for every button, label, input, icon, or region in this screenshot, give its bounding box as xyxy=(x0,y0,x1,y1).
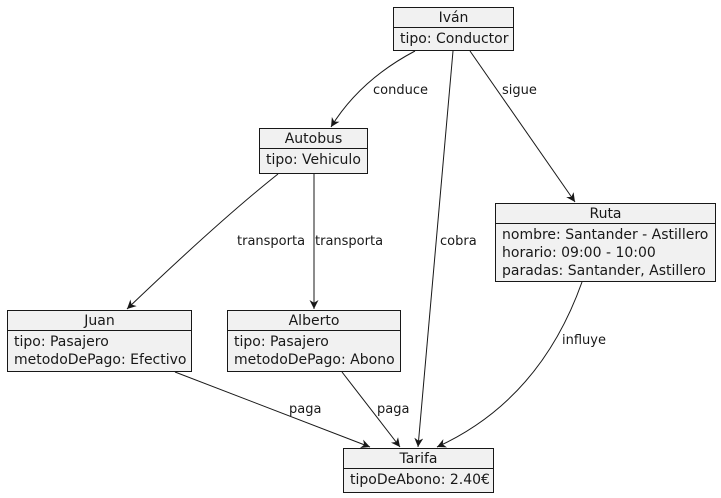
node-ruta-attr-horario: horario: 09:00 - 10:00 xyxy=(502,245,656,261)
edge-label-conduce: conduce xyxy=(373,83,428,98)
edge-sigue xyxy=(469,50,576,203)
node-juan-attr-tipo: tipo: Pasajero xyxy=(14,334,109,350)
node-ivan-title: Iván xyxy=(394,8,513,28)
node-autobus: Autobus tipo: Vehiculo xyxy=(259,128,368,174)
edge-label-transporta-alberto: transporta xyxy=(315,234,384,249)
edge-label-sigue: sigue xyxy=(502,83,537,98)
node-alberto-attr-tipo: tipo: Pasajero xyxy=(234,334,329,350)
edge-paga-juan xyxy=(174,371,371,448)
edge-paga-alberto xyxy=(341,371,401,448)
node-ruta-attr-paradas: paradas: Santander, Astillero xyxy=(502,263,706,279)
node-ruta-title: Ruta xyxy=(496,204,715,224)
node-alberto-attr-pago: metodoDePago: Abono xyxy=(234,352,395,368)
node-autobus-attr: tipo: Vehiculo xyxy=(266,152,361,168)
edge-transporta-juan xyxy=(126,173,279,310)
edge-cobra xyxy=(414,50,454,448)
node-juan: Juan tipo: Pasajero metodoDePago: Efecti… xyxy=(7,310,192,372)
node-ivan-attr: tipo: Conductor xyxy=(400,31,509,47)
node-ruta-attr-nombre: nombre: Santander - Astillero xyxy=(502,227,709,243)
edge-label-influye: influye xyxy=(562,333,606,348)
node-juan-title: Juan xyxy=(8,311,191,331)
node-alberto: Alberto tipo: Pasajero metodoDePago: Abo… xyxy=(227,310,401,372)
edge-label-transporta-juan: transporta xyxy=(237,234,306,249)
node-tarifa: Tarifa tipoDeAbono: 2.40€ xyxy=(343,448,494,493)
edge-label-paga-alberto: paga xyxy=(377,402,410,417)
edge-label-paga-juan: paga xyxy=(289,402,322,417)
node-ivan: Iván tipo: Conductor xyxy=(393,7,514,51)
edge-conduce xyxy=(330,50,416,128)
node-autobus-title: Autobus xyxy=(260,129,367,149)
edge-influye xyxy=(436,281,583,448)
node-juan-attr-pago: metodoDePago: Efectivo xyxy=(14,352,187,368)
node-tarifa-attr: tipoDeAbono: 2.40€ xyxy=(350,472,490,488)
node-alberto-title: Alberto xyxy=(228,311,400,331)
node-ruta: Ruta nombre: Santander - Astillero horar… xyxy=(495,203,716,282)
edge-label-cobra: cobra xyxy=(440,234,477,249)
node-tarifa-title: Tarifa xyxy=(344,449,493,469)
